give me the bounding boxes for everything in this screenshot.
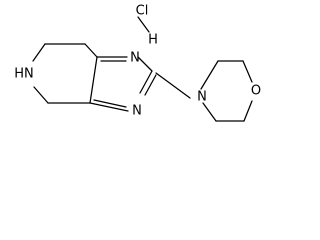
ring-bond <box>84 43 98 58</box>
pyrimidine-ring <box>89 56 157 112</box>
tetrahydropyridine-ring <box>32 43 128 104</box>
hydrochloride <box>137 16 150 33</box>
ring-bond <box>137 56 153 72</box>
ring-bond <box>93 99 127 108</box>
ring-bond <box>33 86 49 104</box>
ring-bond <box>243 100 253 122</box>
ring-bond <box>89 102 129 112</box>
pyrimidine-nitrogen-lower-label: N <box>132 104 142 119</box>
ring-bond <box>139 70 153 94</box>
c-n-bond <box>155 72 191 99</box>
hydrogen-atom-label: H <box>148 33 158 48</box>
ring-bond <box>200 60 219 90</box>
ring-bond <box>202 102 217 122</box>
pyrimidine-nitrogen-upper-label: N <box>130 51 140 66</box>
morpholine-nitrogen-label: N <box>197 90 207 105</box>
ring-bond <box>32 43 46 62</box>
chlorine-atom-label: Cl <box>136 4 149 19</box>
morpholine-oxygen-label: O <box>251 84 261 99</box>
secondary-amine-label: HN <box>14 67 34 82</box>
ring-bond <box>144 74 157 96</box>
h-cl-bond <box>137 16 150 33</box>
ring-bond <box>89 56 98 104</box>
chemical-structure: Cl H N N HN N O <box>14 4 261 122</box>
morpholine-ring <box>200 60 253 122</box>
ring-bond <box>242 60 253 83</box>
